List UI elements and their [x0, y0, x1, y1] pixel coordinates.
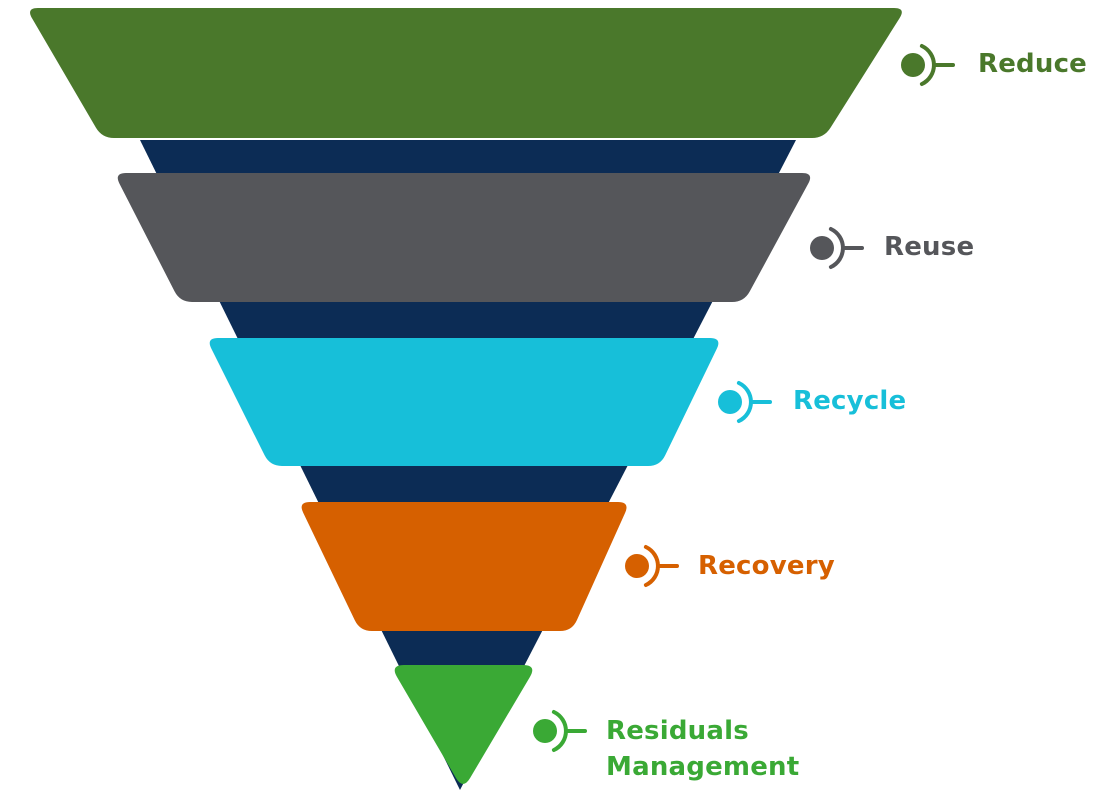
tier-band-reduce	[30, 8, 902, 138]
tier-label-line: Residuals	[606, 716, 749, 746]
circle-bracket-icon	[625, 545, 679, 587]
tier-band-reuse	[117, 173, 811, 302]
connector-dot	[533, 719, 557, 743]
connector-dot	[625, 554, 649, 578]
connector-dot	[718, 390, 742, 414]
tier-band-residuals	[394, 665, 533, 784]
circle-bracket-icon	[810, 227, 864, 269]
connector-dot	[810, 236, 834, 260]
tier-label-recovery: Recovery	[698, 550, 835, 582]
tier-label-line: Management	[606, 752, 800, 782]
circle-bracket-icon	[901, 44, 955, 86]
tier-label-line: Recycle	[793, 386, 907, 416]
tier-band-recovery	[301, 502, 627, 631]
tier-label-residuals: Residuals Management	[606, 713, 799, 785]
circle-bracket-icon	[718, 381, 772, 423]
tier-label-line: Recovery	[698, 551, 835, 581]
tier-band-recycle	[209, 338, 719, 466]
tier-label-recycle: Recycle	[793, 385, 906, 417]
circle-bracket-icon	[533, 710, 587, 752]
tier-label-reduce: Reduce	[978, 48, 1087, 80]
tier-label-line: Reuse	[884, 232, 975, 262]
connector-dot	[901, 53, 925, 77]
tier-label-line: Reduce	[978, 49, 1088, 79]
tier-label-reuse: Reuse	[884, 231, 974, 263]
